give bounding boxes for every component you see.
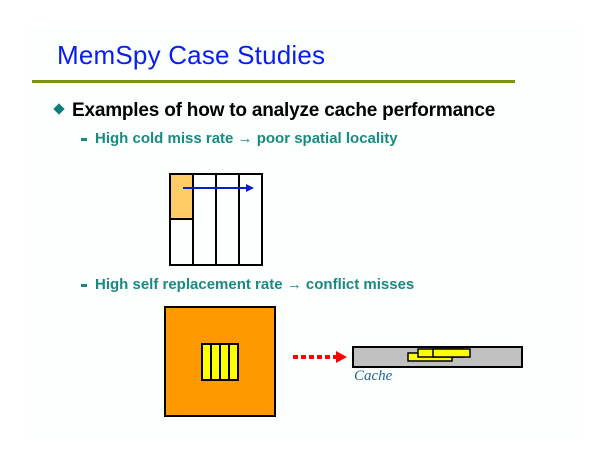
- conflict-miss-diagram: [164, 306, 523, 417]
- cache-line-block: [432, 348, 471, 358]
- sub-bullet-cold-miss: High cold miss rate → poor spatial local…: [81, 130, 398, 147]
- dash-bullet-icon: [81, 283, 87, 287]
- main-bullet-text: Examples of how to analyze cache perform…: [72, 100, 496, 121]
- slide-title: MemSpy Case Studies: [57, 40, 326, 70]
- dash-bullet-icon: [81, 137, 87, 141]
- mapping-arrowhead-icon: [336, 351, 347, 363]
- slide-background: [27, 27, 578, 440]
- cache-label: Cache: [354, 368, 393, 384]
- main-bullet: Examples of how to analyze cache perform…: [52, 100, 495, 122]
- sub-bullet-text: High cold miss rate → poor spatial local…: [95, 130, 398, 147]
- array-grid-diagram: [169, 173, 263, 266]
- sub-bullet-text: High self replacement rate → conflict mi…: [95, 276, 415, 293]
- title-underline: [32, 80, 515, 83]
- grid-highlighted-cell: [171, 175, 193, 219]
- sub-bullet-self-replacement: High self replacement rate → conflict mi…: [81, 276, 414, 293]
